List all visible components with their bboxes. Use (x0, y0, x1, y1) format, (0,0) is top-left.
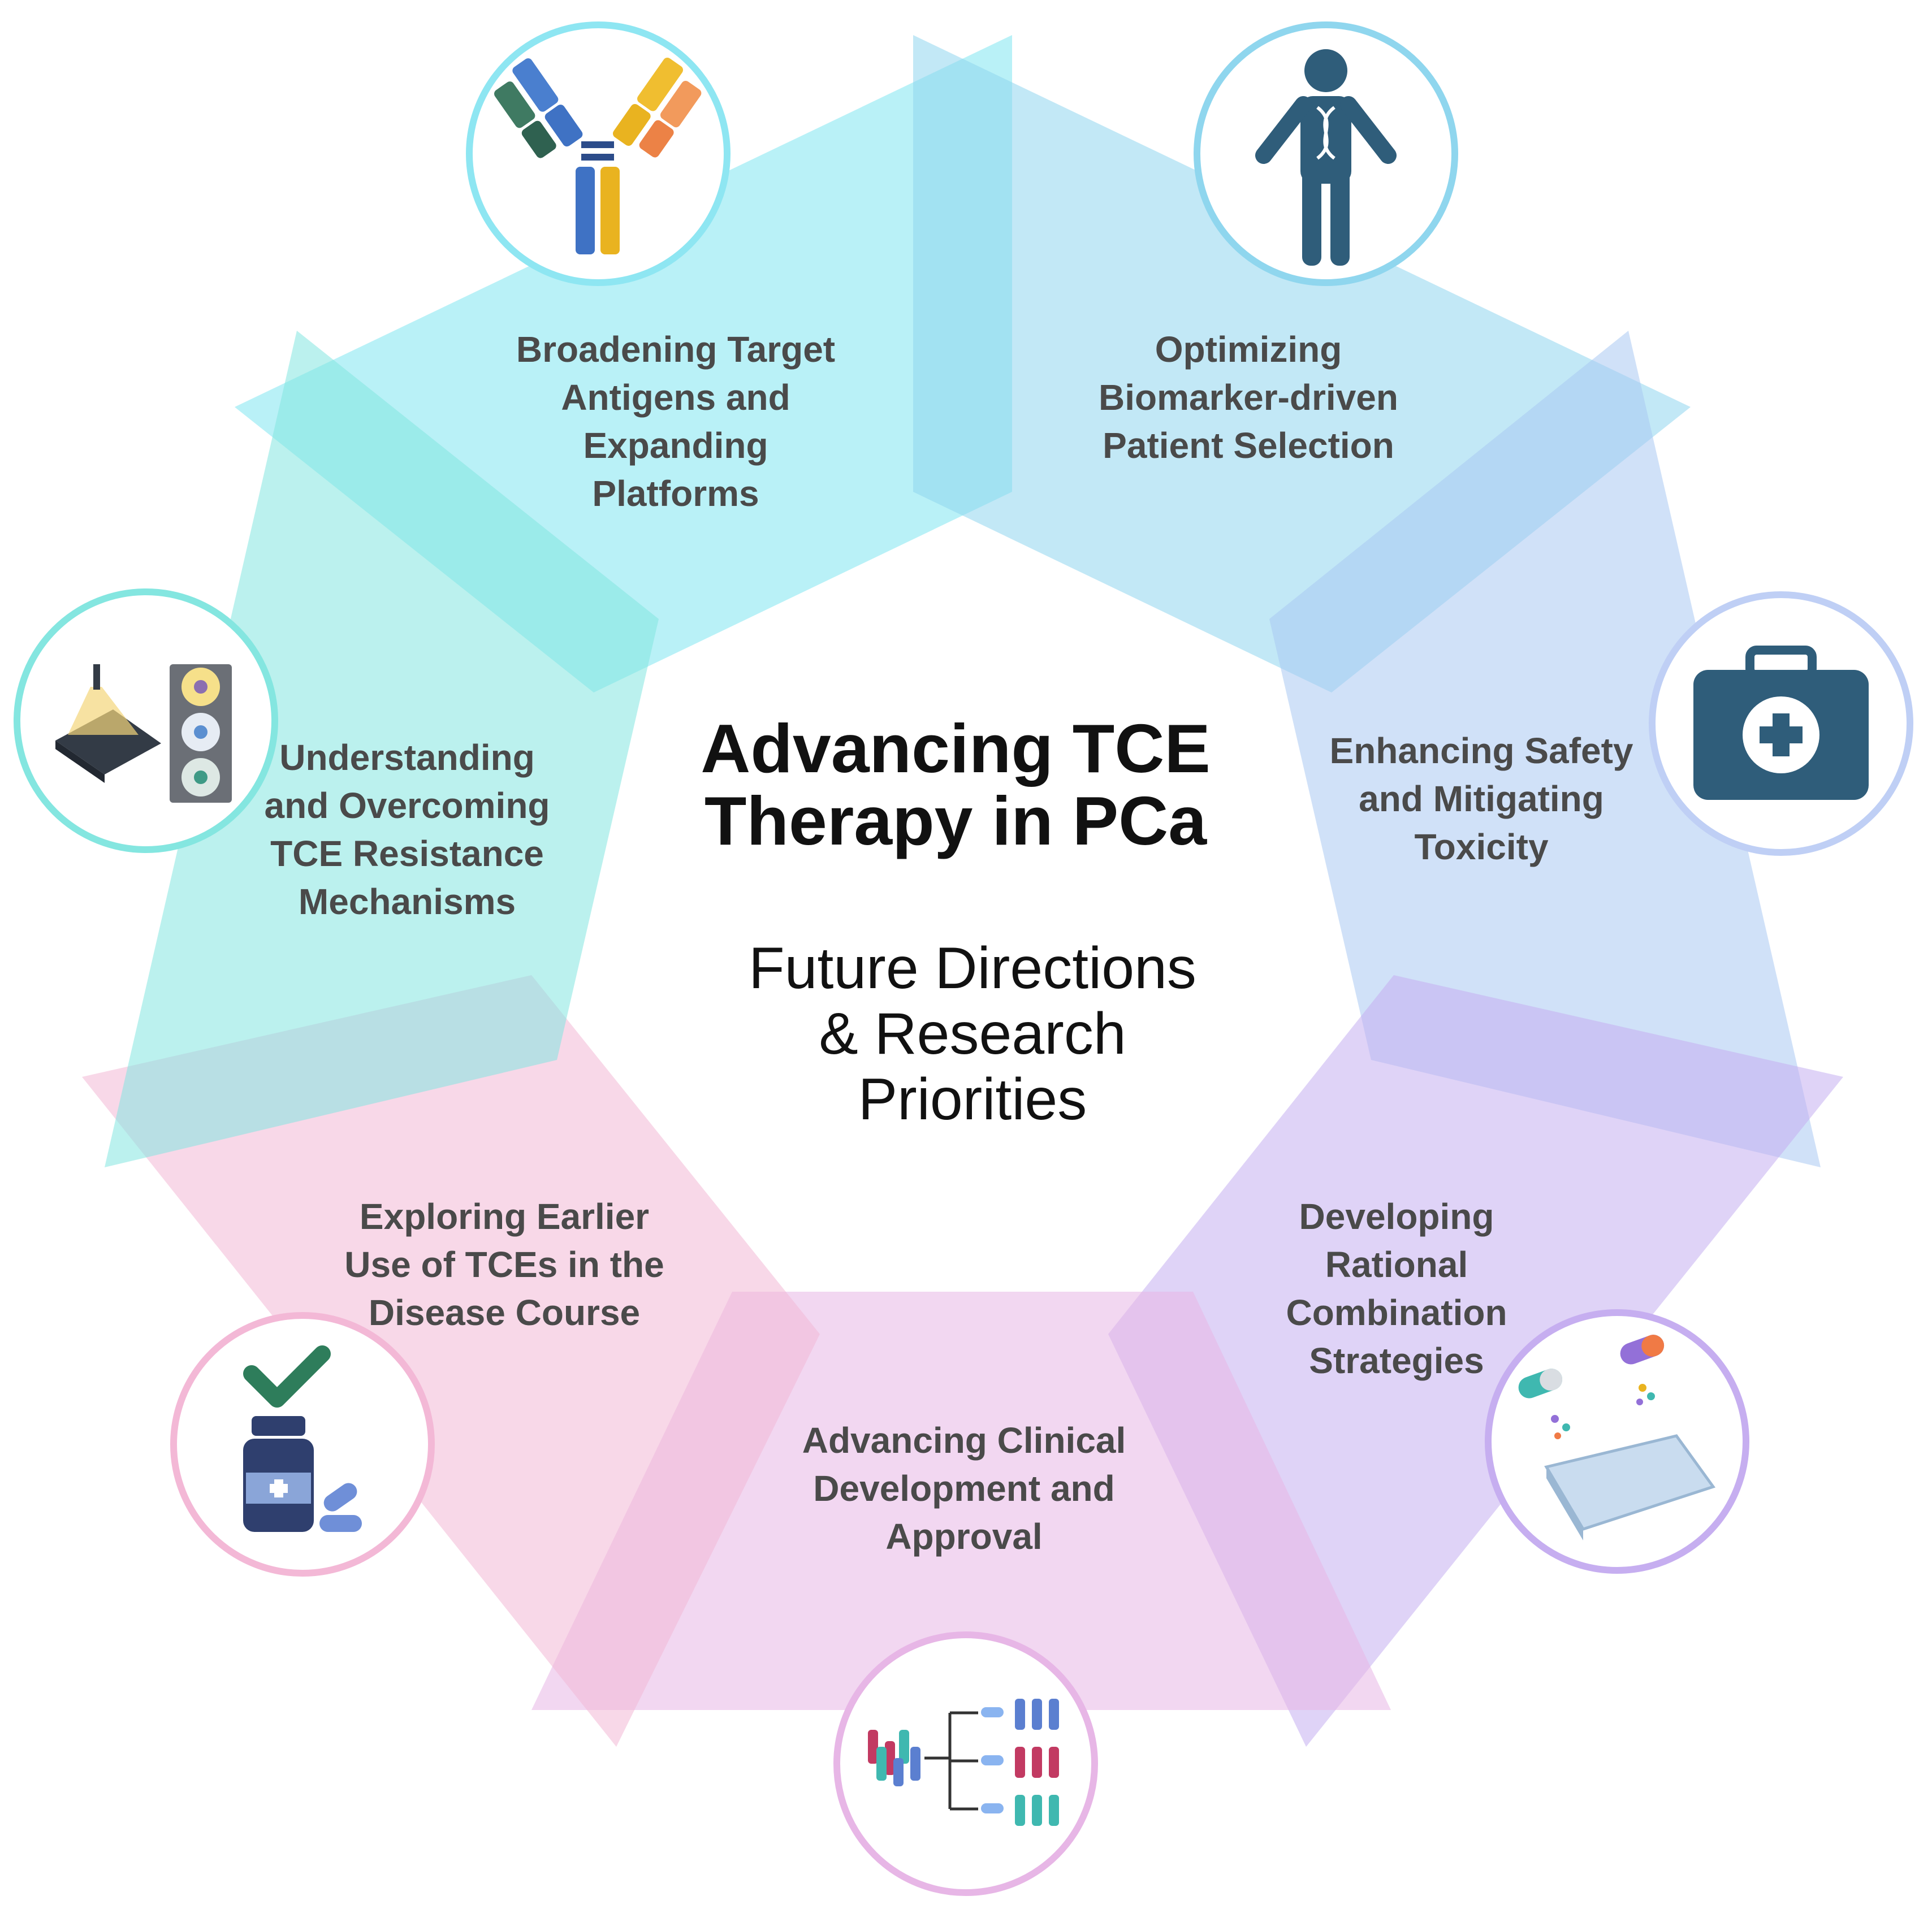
medicine-bottle-check-icon (170, 1312, 435, 1577)
pills-well-plate-icon (1485, 1309, 1749, 1574)
medical-kit-icon (1649, 591, 1913, 856)
band-resistance (105, 331, 659, 1167)
microscope-cells-icon (14, 588, 278, 853)
icon-circles (14, 21, 1913, 1896)
band-safety (1269, 331, 1821, 1167)
band-layer (82, 35, 1843, 1747)
band-earlier-use (82, 975, 820, 1747)
antibody-icon (466, 21, 731, 286)
patient-dna-icon (1194, 21, 1458, 286)
patient-cohorts-icon (833, 1631, 1098, 1896)
